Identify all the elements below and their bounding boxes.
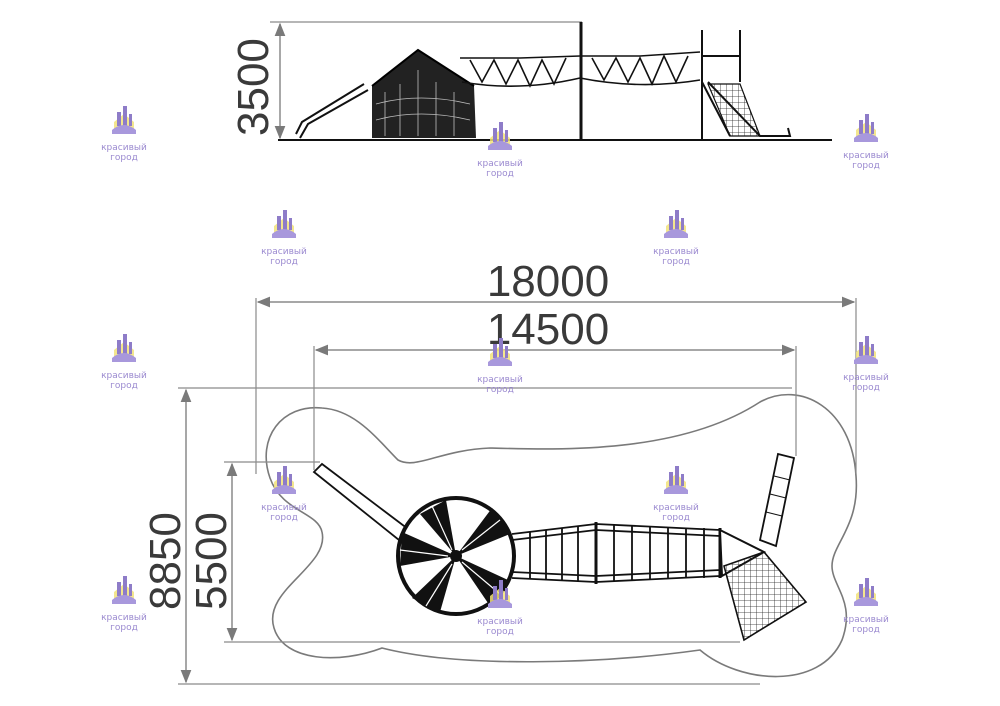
plan-view: 18000 14500 8850 5500 [141, 257, 858, 685]
tower-post-plan [758, 452, 796, 548]
watermark-text: город [852, 161, 880, 171]
watermark-text: город [486, 627, 514, 637]
watermark-text: город [852, 625, 880, 635]
watermark-text: красивый [261, 503, 307, 513]
watermark-logo [854, 578, 878, 606]
watermarks: красивый город красивый город красивый г… [101, 106, 889, 637]
climbing-net-plan [723, 551, 808, 642]
watermark-text: красивый [843, 151, 889, 161]
watermark-logo [664, 210, 688, 238]
watermark-logo [112, 334, 136, 362]
watermark-text: красивый [653, 247, 699, 257]
dome-side [371, 48, 476, 138]
watermark-logo [854, 336, 878, 364]
watermark-text: город [110, 623, 138, 633]
watermark-logo [664, 466, 688, 494]
structure-length-label: 14500 [487, 305, 609, 354]
watermark-text: красивый [477, 617, 523, 627]
overall-width-label: 8850 [141, 512, 190, 610]
watermark-text: город [662, 257, 690, 267]
watermark-text: город [110, 381, 138, 391]
watermark-text: красивый [101, 613, 147, 623]
watermark-text: красивый [477, 159, 523, 169]
watermark-text: город [486, 385, 514, 395]
watermark-logo [112, 106, 136, 134]
watermark-text: город [852, 383, 880, 393]
watermark-text: красивый [261, 247, 307, 257]
structure-width-label: 5500 [187, 512, 236, 610]
dome-plan [396, 496, 516, 616]
watermark-text: красивый [653, 503, 699, 513]
side-elevation: 3500 [229, 21, 832, 141]
watermark-text: красивый [101, 143, 147, 153]
watermark-logo [272, 210, 296, 238]
watermark-text: город [486, 169, 514, 179]
watermark-logo [854, 114, 878, 142]
watermark-text: красивый [843, 615, 889, 625]
watermark-text: красивый [477, 375, 523, 385]
watermark-text: город [110, 153, 138, 163]
slide-side [295, 83, 369, 139]
watermark-logo [112, 576, 136, 604]
watermark-text: красивый [101, 371, 147, 381]
rope-bridge-plan [511, 522, 722, 584]
watermark-logo [488, 122, 512, 150]
watermark-text: город [270, 513, 298, 523]
height-label: 3500 [229, 38, 278, 136]
overall-length-label: 18000 [487, 257, 609, 306]
watermark-text: город [662, 513, 690, 523]
watermark-text: город [270, 257, 298, 267]
safety-zone-boundary [265, 393, 858, 678]
tower-post-stripes [765, 475, 791, 517]
watermark-text: красивый [843, 373, 889, 383]
watermark-logo [272, 466, 296, 494]
slide-plan [312, 462, 414, 546]
net-panel-side [707, 83, 761, 137]
